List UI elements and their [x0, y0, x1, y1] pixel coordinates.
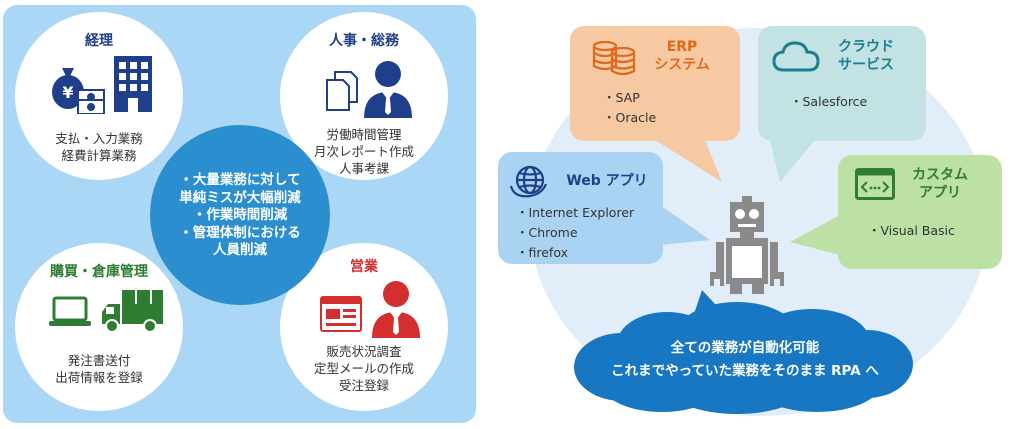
benefit-line: 単純ミスが大幅削減 [179, 189, 301, 206]
robot-icon [702, 196, 792, 296]
hr-tasks: 労働時間管理 月次レポート作成 人事考課 [280, 126, 448, 177]
database-icon [592, 40, 636, 76]
erp-items: ・SAP ・Oracle [603, 88, 656, 128]
custom-app-item: ・Visual Basic [868, 223, 955, 238]
task-line: 発注書送付 [67, 353, 131, 368]
benefits-text: ・大量業務に対して 単純ミスが大幅削減 ・作業時間削減 ・管理体制における 人員… [150, 172, 330, 260]
task-line: 経費計算業務 [61, 148, 137, 163]
erp-item: ・Oracle [603, 110, 657, 125]
task-line: 月次レポート作成 [313, 144, 414, 159]
web-app-item: ・firefox [516, 245, 568, 260]
web-app-item: ・Internet Explorer [516, 205, 635, 220]
delivery-truck-icon [100, 288, 164, 334]
hr-circle [280, 12, 448, 180]
task-line: 販売状況調査 [326, 344, 402, 359]
message-cloud-text: 全ての業務が自動化可能 これまでやっていた業務をそのまま RPA へ [580, 337, 910, 383]
cloud-service-title-line: クラウド [838, 39, 894, 55]
task-line: 出荷情報を登録 [55, 370, 143, 385]
task-line: 労働時間管理 [326, 127, 402, 142]
office-building-icon [112, 56, 154, 112]
message-line: これまでやっていた業務をそのまま RPA へ [611, 363, 879, 379]
task-line: 人事考課 [338, 161, 389, 176]
erp-title-line: システム [654, 57, 710, 73]
erp-title-line: ERP [666, 39, 698, 55]
erp-title: ERP システム [642, 38, 722, 74]
purchasing-title: 購買・倉庫管理 [50, 264, 148, 280]
benefit-line: 人員削減 [213, 242, 267, 258]
custom-app-title-line: カスタム [912, 167, 968, 183]
erp-item: ・SAP [603, 90, 640, 105]
documents-icon [325, 70, 359, 112]
browser-window-icon [320, 296, 362, 332]
cloud-service-items: ・Salesforce [790, 92, 867, 112]
task-line: 支払・入力業務 [55, 131, 143, 146]
sales-tasks: 販売状況調査 定型メールの作成 受注登録 [280, 343, 448, 394]
svg-text:¥: ¥ [62, 83, 73, 102]
code-window-icon [855, 168, 895, 200]
hr-title: 人事・総務 [329, 33, 399, 49]
task-line: 受注登録 [338, 378, 389, 393]
custom-app-title: カスタム アプリ [900, 166, 980, 202]
custom-app-items: ・Visual Basic [868, 221, 955, 241]
businessman-icon [362, 58, 414, 118]
message-cloud [562, 272, 922, 417]
message-line: 全ての業務が自動化可能 [670, 340, 820, 356]
benefit-line: ・作業時間削減 [192, 207, 288, 223]
money-bag-icon: ¥ [48, 62, 108, 114]
web-app-item: ・Chrome [516, 225, 578, 240]
custom-app-title-line: アプリ [919, 185, 961, 201]
sales-title: 営業 [350, 259, 378, 275]
task-line: 定型メールの作成 [313, 361, 414, 376]
benefit-line: ・大量業務に対して [179, 172, 301, 188]
accounting-title: 経理 [85, 33, 113, 49]
web-app-title-line: Web アプリ [566, 173, 648, 189]
cloud-service-title: クラウド サービス [826, 38, 906, 74]
laptop-icon [48, 296, 92, 328]
purchasing-tasks: 発注書送付 出荷情報を登録 [15, 352, 183, 386]
accounting-tasks: 支払・入力業務 経費計算業務 [15, 130, 183, 164]
web-app-items: ・Internet Explorer ・Chrome ・firefox [516, 203, 634, 263]
salesperson-icon [370, 278, 422, 338]
benefit-line: ・管理体制における [179, 224, 301, 241]
web-app-title: Web アプリ [552, 172, 662, 190]
globe-icon [508, 164, 548, 200]
cloud-service-item: ・Salesforce [790, 94, 868, 109]
erp-bubble [570, 26, 740, 141]
cloud-service-title-line: サービス [838, 57, 894, 73]
benefits-circle [150, 125, 330, 305]
cloud-icon [772, 40, 820, 72]
